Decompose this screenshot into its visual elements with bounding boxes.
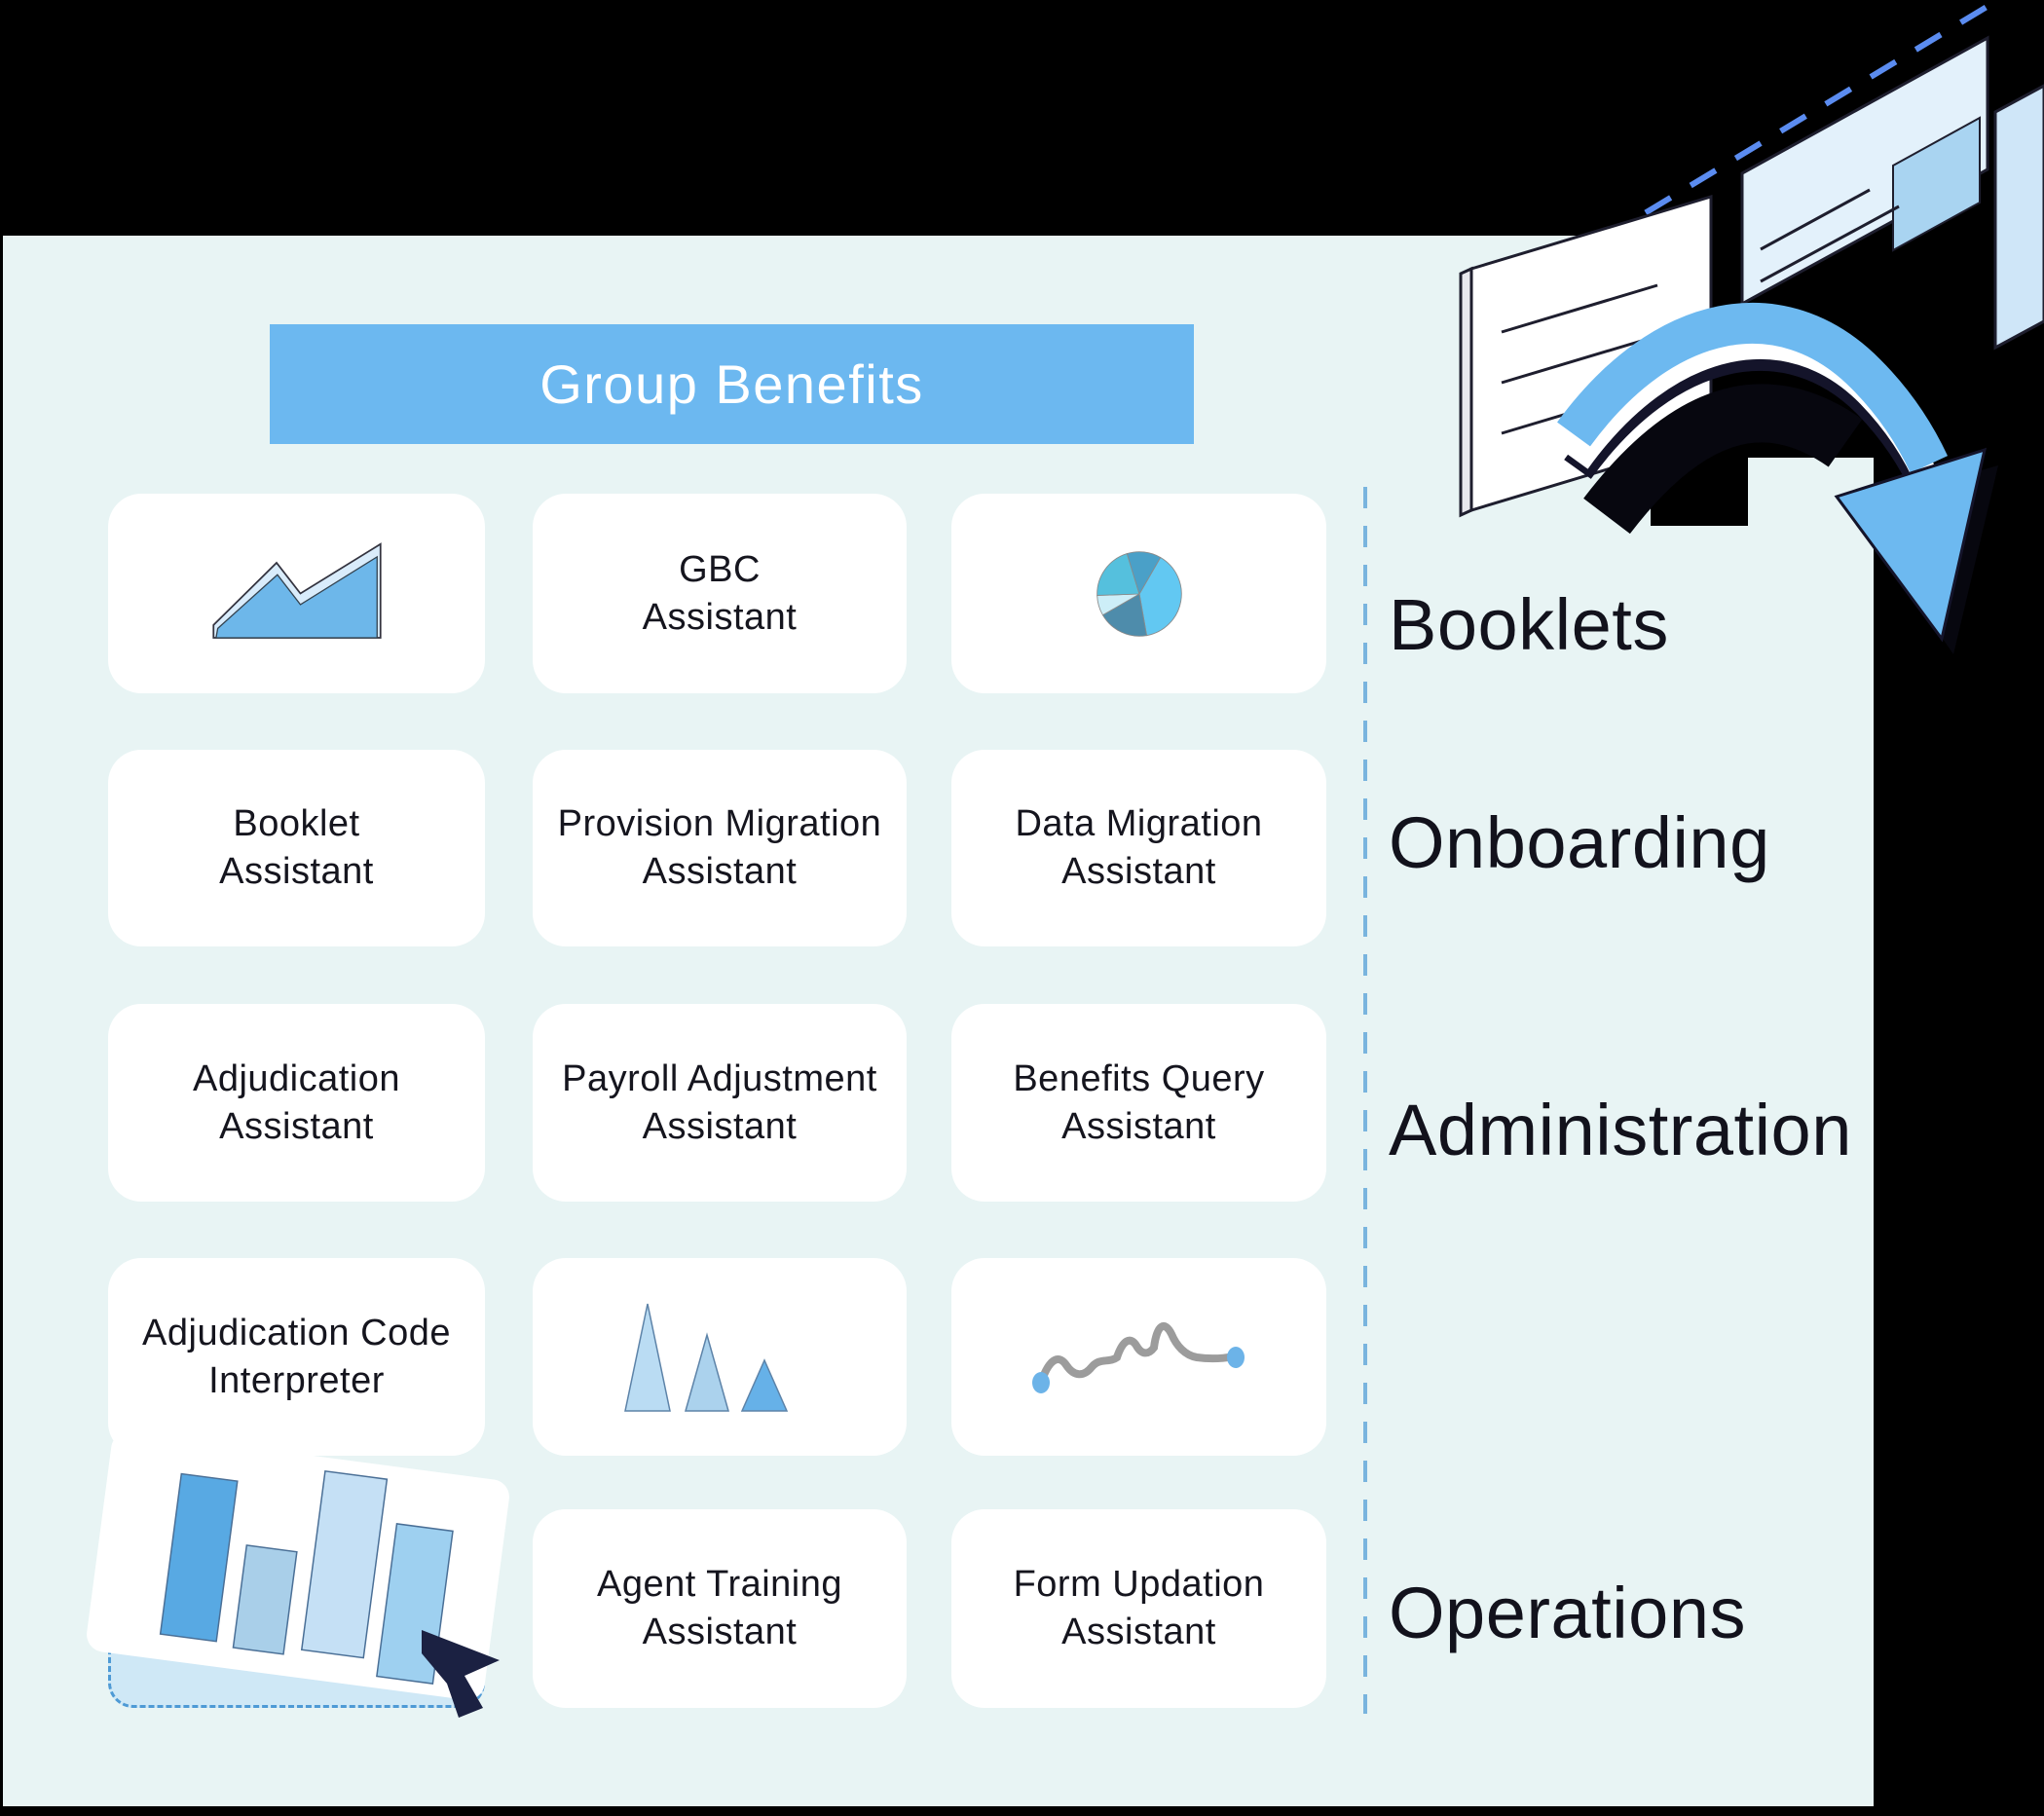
category-operations: Operations [1389,1573,1746,1653]
card-label: Provision Migration Assistant [557,803,882,892]
card-data-migration-assistant: Data Migration Assistant [951,750,1326,946]
area-chart-icon [211,542,382,639]
documents-arrow-illustration [1459,0,2044,654]
triangles-icon [624,1303,789,1412]
cursor-pointer-icon [422,1630,500,1718]
dashed-separator-line [1363,487,1367,1714]
card-area-chart [108,494,485,693]
card-label: Data Migration Assistant [1015,803,1263,892]
card-booklet-assistant: Booklet Assistant [108,750,485,946]
card-provision-migration-assistant: Provision Migration Assistant [533,750,907,946]
card-form-updation-assistant: Form Updation Assistant [951,1509,1326,1708]
document-blue [1740,35,2044,351]
category-administration: Administration [1389,1090,1852,1170]
card-adjudication-assistant: Adjudication Assistant [108,1004,485,1202]
card-label: Payroll Adjustment Assistant [562,1057,877,1147]
card-label: Adjudication Code Interpreter [142,1312,451,1401]
pie-chart-icon [1096,550,1182,637]
card-label: Form Updation Assistant [1013,1564,1265,1652]
category-onboarding: Onboarding [1389,802,1770,883]
card-agent-training-assistant: Agent Training Assistant [533,1509,907,1708]
squiggle-line-icon [1031,1321,1245,1393]
card-benefits-query-assistant: Benefits Query Assistant [951,1004,1326,1202]
swoosh-arrow [1557,303,1998,654]
card-pie-chart [951,494,1326,693]
card-payroll-adjustment-assistant: Payroll Adjustment Assistant [533,1004,907,1202]
card-label: Adjudication Assistant [192,1057,401,1147]
header-title: Group Benefits [539,353,924,415]
card-squiggle-line [951,1258,1326,1456]
group-benefits-header: Group Benefits [270,324,1194,444]
card-adjudication-code-interpreter: Adjudication Code Interpreter [108,1258,485,1456]
card-label: Benefits Query Assistant [1013,1057,1265,1147]
card-label: GBC Assistant [642,548,798,638]
category-booklets: Booklets [1389,584,1669,665]
card-label: Agent Training Assistant [596,1564,843,1652]
card-gbc-assistant: GBC Assistant [533,494,907,693]
card-triangles [533,1258,907,1456]
card-label: Booklet Assistant [219,803,374,892]
